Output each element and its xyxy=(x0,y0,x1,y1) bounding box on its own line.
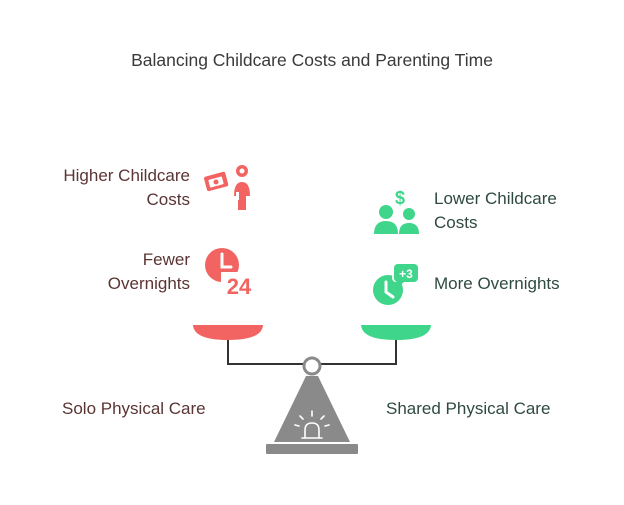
left-item-line2: Costs xyxy=(146,190,190,209)
left-item-line1: Higher Childcare xyxy=(63,166,190,185)
right-item-lower-costs: Lower Childcare Costs xyxy=(434,187,557,235)
solo-care-label: Solo Physical Care xyxy=(62,399,206,418)
money-person-icon xyxy=(204,165,250,210)
clock-24-text: 24 xyxy=(227,274,252,299)
left-item-line2: Overnights xyxy=(107,274,190,293)
scale-stand xyxy=(274,376,350,442)
right-item-line2: Costs xyxy=(434,213,478,232)
right-pan xyxy=(361,325,431,340)
clock-plus-icon: +3 xyxy=(373,262,418,305)
right-item-line1: More Overnights xyxy=(434,274,560,293)
shared-care-label: Shared Physical Care xyxy=(386,399,551,418)
svg-text:$: $ xyxy=(395,188,405,208)
clock-24-icon: 24 xyxy=(205,248,257,299)
left-item-fewer-overnights: Fewer Overnights xyxy=(108,248,190,296)
alarm-light-icon xyxy=(294,410,330,439)
right-item-line1: Lower Childcare xyxy=(434,189,557,208)
pivot-ring xyxy=(302,356,322,376)
left-pan xyxy=(193,325,263,340)
right-item-more-overnights: More Overnights xyxy=(434,272,560,296)
left-item-higher-costs: Higher Childcare Costs xyxy=(63,164,190,212)
diagram-title: Balancing Childcare Costs and Parenting … xyxy=(131,50,493,70)
clock-plus-badge: +3 xyxy=(399,267,413,281)
scale-base xyxy=(266,444,358,454)
people-dollar-icon: $ xyxy=(374,188,419,234)
left-item-line1: Fewer xyxy=(142,250,190,269)
